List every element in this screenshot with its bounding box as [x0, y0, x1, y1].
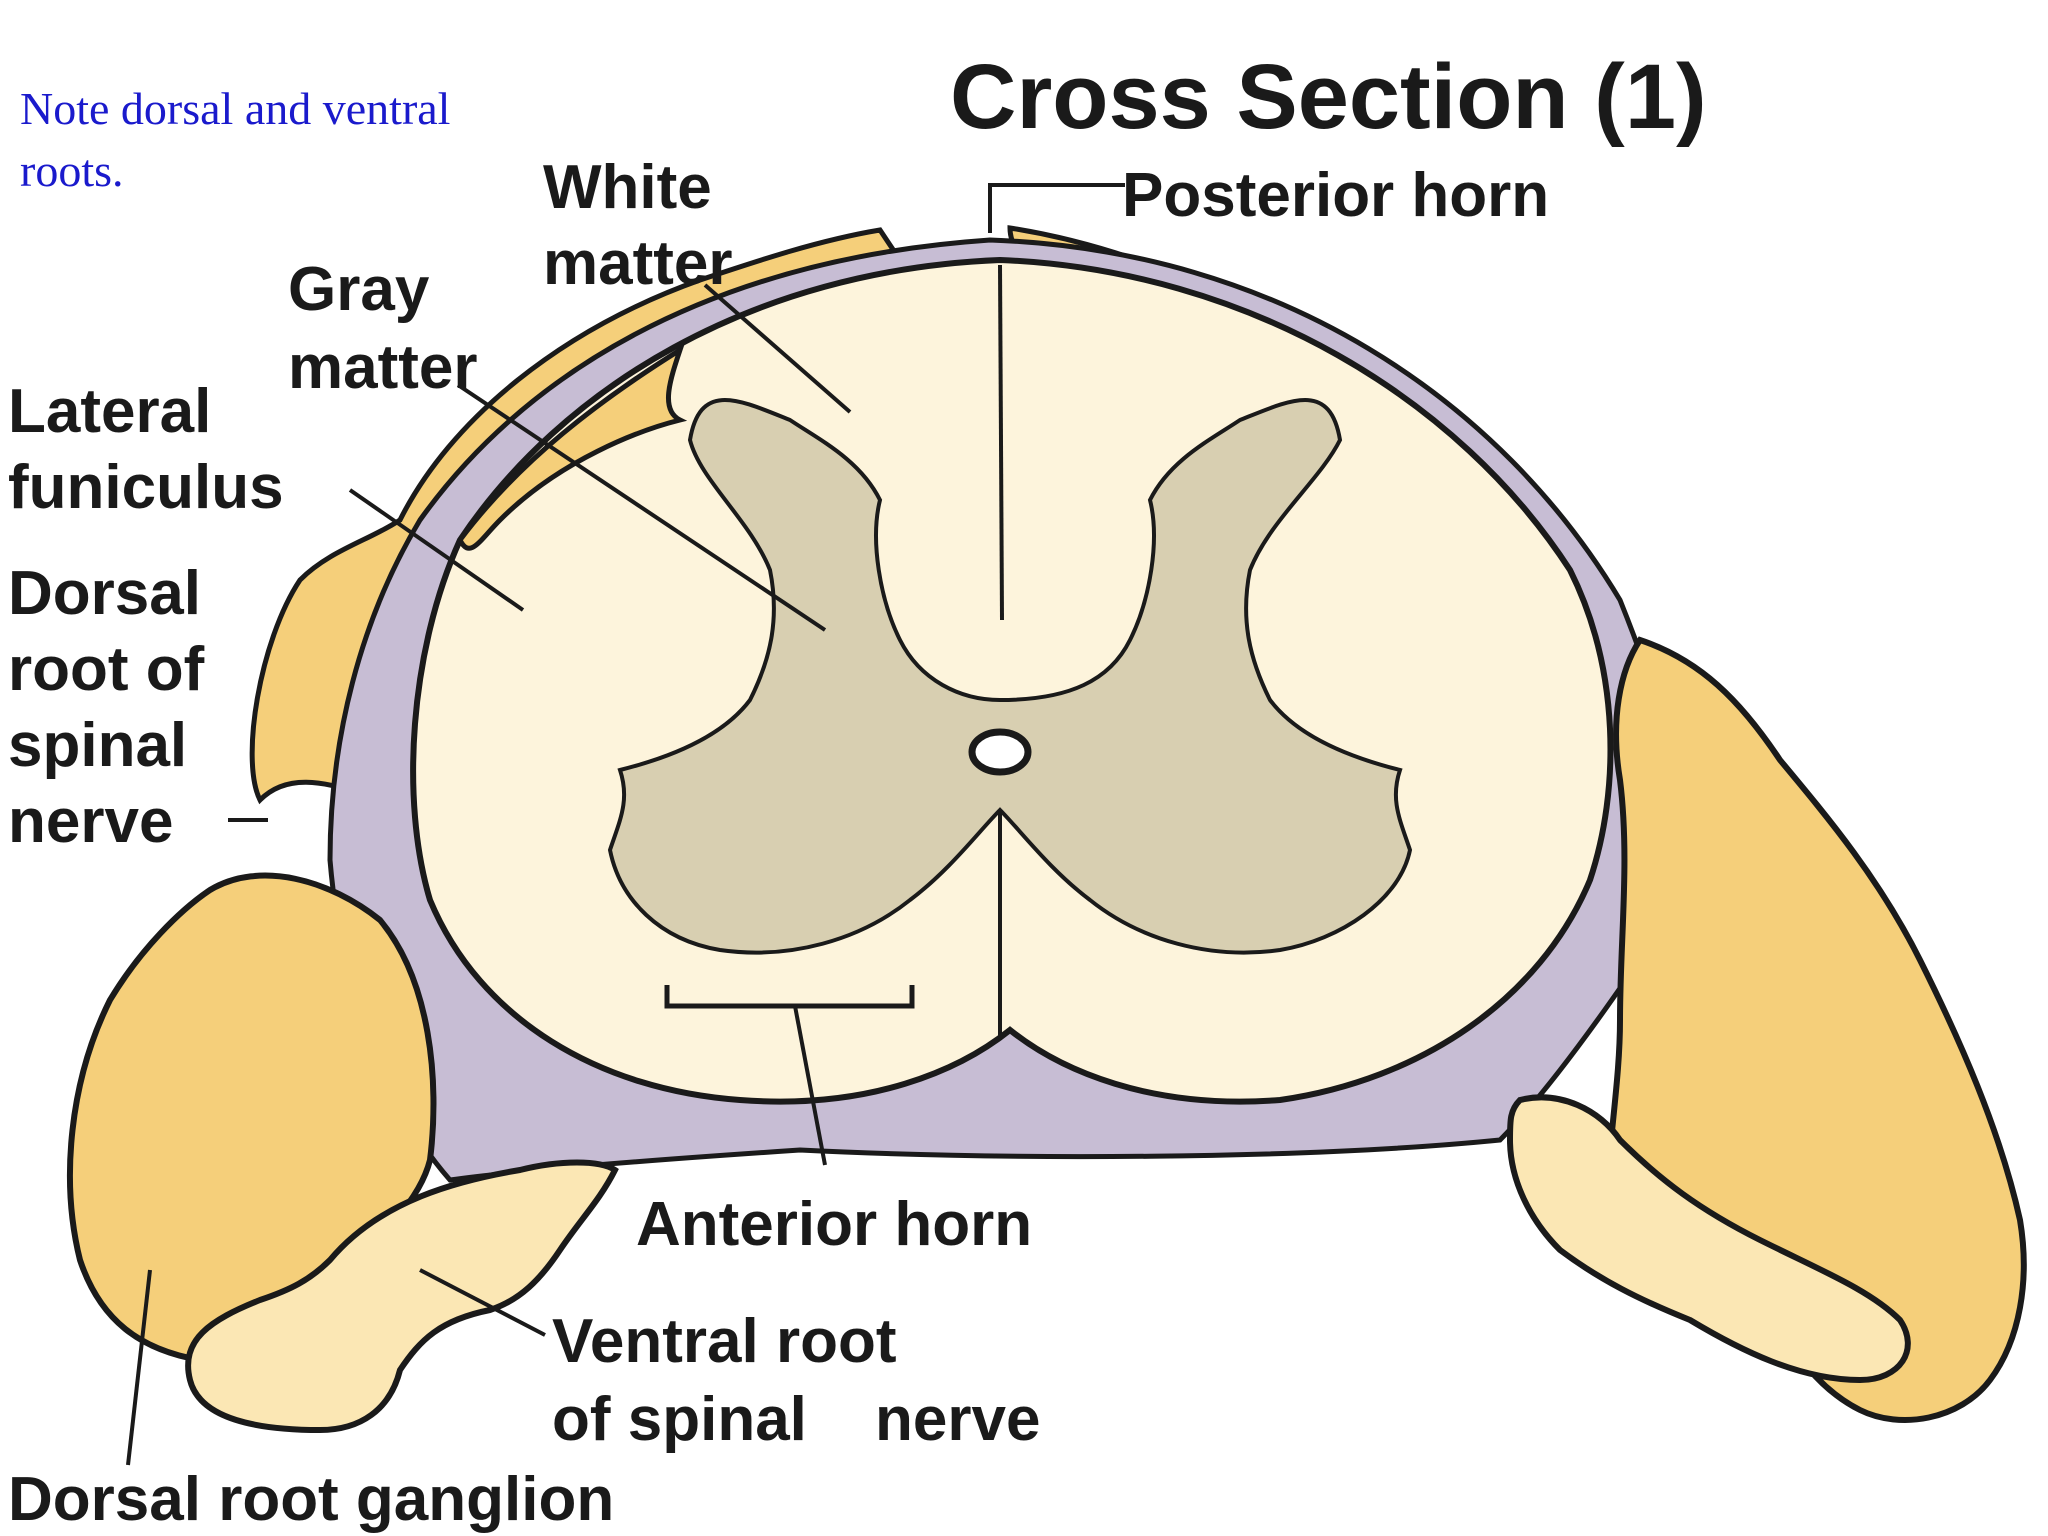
label-dorsal-root-ganglion: Dorsal root ganglion [8, 1465, 614, 1534]
slide-note-line-1: Note dorsal and ventral [20, 83, 451, 134]
lateral-funiculus-leader [348, 488, 525, 612]
label-ventral-root-line-2: of spinal [552, 1385, 807, 1454]
label-anterior-horn: Anterior horn [636, 1190, 1032, 1259]
label-lateral-funiculus-line-2: funiculus [8, 453, 284, 522]
label-lateral-funiculus-line-1: Lateral [8, 377, 211, 446]
label-dorsal-root-line-4: nerve [8, 787, 173, 856]
label-ventral-root-line-3: nerve [875, 1385, 1040, 1454]
white-matter-leader [703, 283, 852, 414]
left-ventral-root [185, 1159, 619, 1434]
label-white-matter-line-1: White [543, 153, 712, 222]
label-gray-matter-line-1: Gray [288, 255, 430, 324]
dorsal-root-ganglion-leader [126, 1269, 152, 1466]
anterior-horn-bracket [664, 985, 915, 1009]
gray-matter-leader [456, 383, 827, 632]
label-dorsal-root-line-3: spinal [8, 711, 187, 780]
label-gray-matter-line-2: matter [288, 333, 478, 402]
ventral-root-leader [419, 1268, 546, 1337]
label-white-matter-line-2: matter [543, 229, 733, 298]
anterior-horn-leader [793, 1005, 827, 1166]
left-dorsal-surface-cap [457, 344, 688, 551]
label-dorsal-root-line-2: root of [8, 635, 205, 704]
right-ventral-root [1506, 1094, 1911, 1384]
label-posterior-horn: Posterior horn [1122, 161, 1549, 230]
label-dorsal-root-line-1: Dorsal [8, 559, 201, 628]
posterior-median-septum [998, 264, 1004, 621]
slide-note-line-2: roots. [20, 145, 124, 196]
leader-lines [126, 183, 1125, 1466]
diagram-title: Cross Section (1) [950, 46, 1707, 148]
label-ventral-root-line-1: Ventral root [552, 1307, 897, 1376]
slide-note: Note dorsal and ventral roots. [20, 78, 540, 202]
central-canal [968, 728, 1032, 776]
posterior-horn-leader [988, 183, 1125, 233]
